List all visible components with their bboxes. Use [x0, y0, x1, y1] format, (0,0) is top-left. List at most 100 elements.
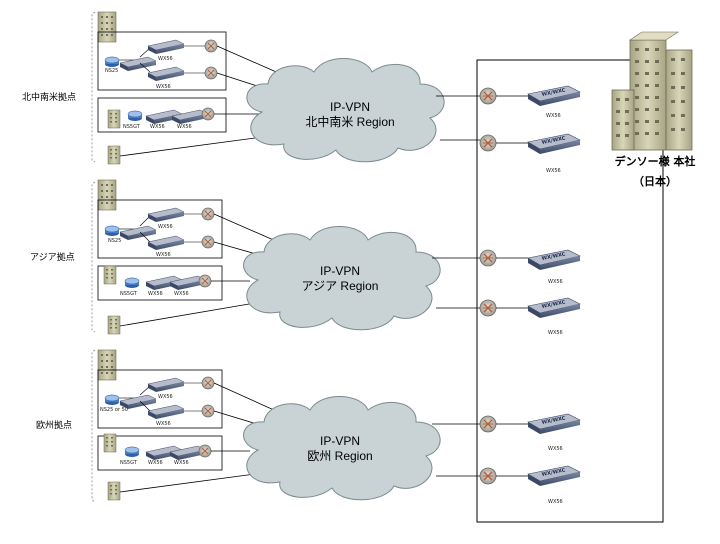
wx-device-icon: [147, 207, 185, 223]
site-box-large: [97, 199, 223, 259]
site-box-large: [97, 31, 227, 91]
wx-label: WX56: [174, 460, 189, 466]
hq-device-label: WX56: [548, 499, 563, 505]
hq-router-icon: [479, 299, 497, 317]
small-router-model-label: NS5GT: [123, 124, 141, 130]
hq-device-label: WX56: [546, 113, 561, 119]
vpn-region: アジア Region: [301, 279, 379, 293]
wx-label: WX56: [156, 252, 171, 258]
site-label-europe: 欧州拠点: [36, 421, 73, 431]
switch-icon: [119, 225, 157, 241]
hq-router-icon: [479, 249, 497, 267]
firewall-router-icon: [127, 110, 143, 122]
region-asia: NS25 WX56 WX56 NS5GT WX56 WX56: [91, 179, 581, 336]
vpn-cloud: [243, 396, 441, 501]
wx-device-icon: [147, 235, 185, 251]
site-bracket: [91, 181, 96, 333]
wx-device-icon: [147, 404, 185, 420]
firewall-router-icon: [124, 446, 140, 458]
vpn-name: IP-VPN: [319, 434, 360, 448]
wx-label: WX56: [156, 84, 171, 90]
router-icon: [201, 107, 215, 121]
building-icon: [97, 349, 117, 381]
router-icon: [198, 444, 212, 458]
wx-label: WX56: [150, 124, 165, 130]
hq-router-icon: [479, 87, 497, 105]
building-icon: [107, 145, 121, 165]
switch-icon: [119, 394, 157, 410]
building-icon: [103, 265, 117, 285]
wx-device-icon: [147, 39, 185, 55]
wx-label: WX56: [158, 394, 173, 400]
vpn-cloud: [243, 226, 441, 331]
vpn-name: IP-VPN: [329, 100, 370, 114]
switch-icon: [119, 56, 157, 72]
wx-label: WX56: [156, 421, 171, 427]
site-box-small: [97, 265, 223, 301]
hq-boundary: [476, 59, 664, 523]
router-icon: [201, 376, 215, 390]
region-north-south-america: NS25 WX56 WX56 NS5GT WX56 WX56: [91, 11, 581, 174]
vpn-title: IP-VPN 北中南米 Region: [285, 100, 415, 130]
hq-name: デンソー様 本社: [614, 155, 696, 168]
building-icon: [107, 109, 121, 129]
router-icon: [201, 235, 215, 249]
wx-device-icon: [147, 66, 185, 82]
hq-country: （日本）: [633, 175, 677, 188]
hq-wx-device-icon: [527, 297, 581, 319]
hq-device-label: WX56: [546, 168, 561, 174]
wx-label: WX56: [148, 460, 163, 466]
router-icon: [201, 404, 215, 418]
building-icon: [107, 315, 121, 335]
region-europe: NS25 or 50 WX56 WX56 NS5GT WX56 WX56: [91, 349, 581, 505]
router-model-label: NS25: [108, 238, 121, 244]
hq-device-label: WX56: [548, 279, 563, 285]
router-model-label: NS25 or 50: [100, 407, 128, 413]
router-icon: [198, 274, 212, 288]
firewall-router-icon: [104, 394, 120, 406]
site-box-small: [97, 97, 227, 133]
hq-wx-device-icon: [527, 85, 581, 107]
small-router-model-label: NS5GT: [120, 460, 138, 466]
site-bracket: [91, 11, 96, 163]
vpn-cloud: [246, 58, 445, 163]
hq-router-icon: [479, 134, 497, 152]
site-label-asia: アジア拠点: [30, 253, 75, 263]
vpn-title: IP-VPN アジア Region: [275, 264, 405, 294]
router-icon: [204, 66, 218, 80]
vpn-region: 欧州 Region: [307, 449, 373, 463]
hq-router-icon: [479, 415, 497, 433]
wx-label: WX56: [174, 291, 189, 297]
site-box-large: [97, 369, 223, 429]
building-icon: [107, 481, 121, 501]
hq-device-label: WX56: [548, 446, 563, 452]
hq-wx-device-icon: [527, 413, 581, 435]
hq-wx-device-icon: [527, 133, 581, 155]
site-bracket: [91, 349, 96, 503]
firewall-router-icon: [124, 277, 140, 289]
vpn-title: IP-VPN 欧州 Region: [275, 434, 405, 464]
hq-router-icon: [479, 467, 497, 485]
hq-building-icon: [611, 31, 693, 151]
wx-label: WX56: [158, 224, 173, 230]
firewall-router-icon: [104, 56, 120, 68]
wx-label: WX56: [148, 291, 163, 297]
hq-device-label: WX56: [548, 330, 563, 336]
small-router-model-label: NS5GT: [120, 291, 138, 297]
vpn-region: 北中南米 Region: [305, 115, 395, 129]
hq-label: デンソー様 本社 （日本）: [600, 152, 710, 192]
router-icon: [204, 39, 218, 53]
vpn-name: IP-VPN: [319, 264, 360, 278]
site-box-small: [97, 435, 223, 471]
building-icon: [97, 11, 117, 43]
wx-label: WX56: [177, 124, 192, 130]
firewall-router-icon: [104, 225, 120, 237]
hq-wx-device-icon: [527, 249, 581, 271]
site-label-americas: 北中南米拠点: [22, 93, 77, 103]
building-icon: [97, 179, 117, 211]
router-icon: [201, 207, 215, 221]
hq-wx-device-icon: [527, 465, 581, 487]
wx-label: WX56: [158, 56, 173, 62]
